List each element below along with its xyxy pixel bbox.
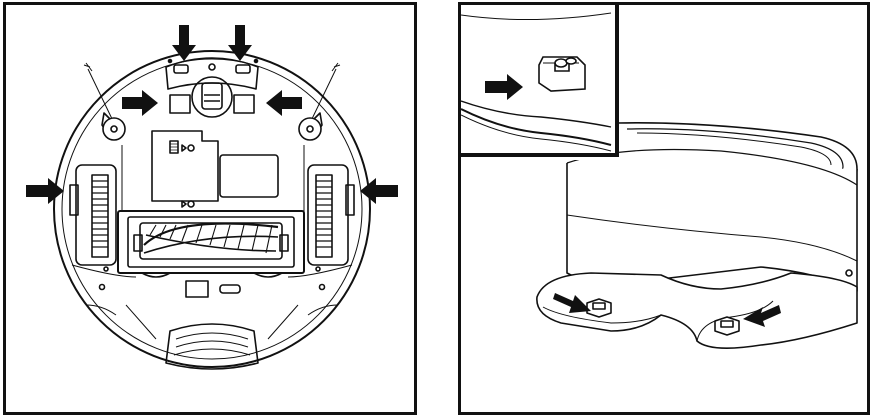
- robot-underside-panel: [3, 2, 417, 415]
- charging-dock-panel: [458, 2, 870, 415]
- arrow-left-caster: [266, 90, 302, 116]
- arrow-right-wheel: [26, 178, 64, 204]
- robot-underside-illustration: [6, 5, 414, 412]
- drive-wheel-left: [70, 165, 116, 265]
- cliff-sensor-front-left: [170, 95, 190, 113]
- arrow-right-caster: [122, 90, 158, 116]
- contact-detail-inset: [461, 5, 619, 160]
- dock-body: [567, 163, 857, 291]
- battery-cover: [152, 131, 218, 201]
- side-brush-right: [299, 63, 340, 140]
- center-plate: [220, 155, 278, 197]
- main-brush-assembly: [118, 211, 304, 277]
- charging-dock-illustration: [461, 5, 867, 412]
- caster-wheel: [202, 83, 222, 109]
- charging-contact-left: [587, 299, 611, 317]
- charging-contact-right: [715, 317, 739, 335]
- rear-handle: [166, 324, 258, 369]
- drive-wheel-right: [308, 165, 354, 265]
- arrow-left-wheel: [360, 178, 398, 204]
- side-brush-left: [84, 63, 125, 140]
- cliff-sensor-front-right: [234, 95, 254, 113]
- bin-latch: [186, 281, 208, 297]
